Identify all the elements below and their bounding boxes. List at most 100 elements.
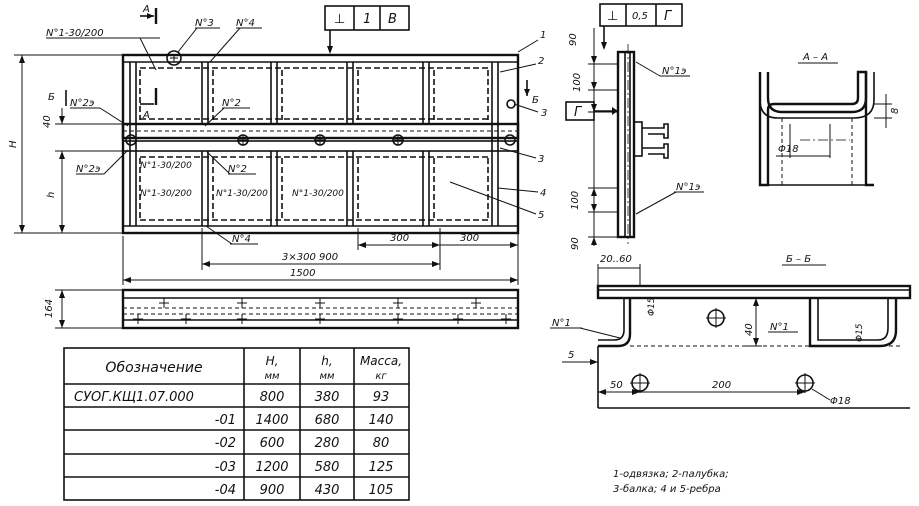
beam-holes <box>125 134 516 146</box>
weld-label-1b: N°1-30/200 <box>140 161 192 171</box>
callout-2: 2 <box>538 56 544 67</box>
weld-mark-circle <box>166 50 182 66</box>
bb-weld-1: N°1 <box>552 318 571 329</box>
weld-labels: N°1-30/200 N°3 N°4 N°2э N°2 N°2э N°2 N°1… <box>46 18 344 245</box>
callout-3: 3 <box>541 108 547 119</box>
weld-label-4b: N°4 <box>232 234 251 245</box>
side-dim-90b: 90 <box>570 237 581 250</box>
table-header-col-3: Масса,кг <box>360 354 402 382</box>
side-dim-100b: 100 <box>570 191 581 210</box>
table-cell-designation: -02 <box>215 436 236 451</box>
table-cell: 380 <box>315 390 340 405</box>
table-cell: 105 <box>369 483 394 498</box>
datum-g: Г <box>574 105 583 120</box>
section-b2-label: Б <box>532 95 539 106</box>
spec-table: Обозначение H,мм h,мм Масса,кгСУОГ.КЩ1.07.0… <box>63 347 410 501</box>
section-marker-a-mid: А <box>140 88 158 121</box>
callout-4: 4 <box>540 188 546 199</box>
section-marker-b: Б Б <box>48 80 539 106</box>
bb-dim-50: 50 <box>610 380 623 391</box>
section-aa: А – А Φ18 8 <box>758 52 901 187</box>
table-header-col-2: h,мм <box>319 354 335 382</box>
side-dim-90: 90 <box>568 33 579 46</box>
table-header-col-1: H,мм <box>264 354 280 382</box>
table-cell: 900 <box>260 483 285 498</box>
table-cell: 680 <box>315 413 340 428</box>
weld-label-1e: N°1-30/200 <box>292 189 344 199</box>
top-view-strip: 164 <box>44 288 520 330</box>
weld-label-1c: N°1-30/200 <box>140 189 192 199</box>
section-bb: Б – Б 20..60 N°1 N°1 Φ15 Φ15 <box>550 254 912 409</box>
weld-label-3: N°3 <box>195 18 214 29</box>
legend-line-2: 3-балка; 4 и 5-ребра <box>613 483 721 495</box>
bb-phi15b: Φ15 <box>855 323 865 342</box>
front-view <box>121 50 520 235</box>
bb-dim-200: 200 <box>712 380 731 391</box>
table-cell-designation: -03 <box>215 460 236 475</box>
table-cell-designation: СУОГ.КЩ1.07.000 <box>74 390 194 405</box>
section-a-label: А <box>142 4 150 15</box>
callouts: 1 2 3 3 4 5 <box>449 30 547 221</box>
dims-bottom: 3×300 900 300 300 1500 <box>122 228 519 285</box>
tol-value: 1 <box>363 12 371 27</box>
dim-1500: 1500 <box>290 268 315 279</box>
dim-H: H <box>8 140 19 148</box>
table-cell-designation: -04 <box>215 483 236 498</box>
table-cell: 430 <box>315 483 340 498</box>
callout-1: 1 <box>540 30 546 41</box>
side-tol-symbol: ⊥ <box>607 9 618 24</box>
bb-dim-5: 5 <box>568 350 574 361</box>
table-cell-designation: -01 <box>215 413 236 428</box>
bb-dim-40: 40 <box>744 323 755 336</box>
bb-dim-2060: 20..60 <box>600 254 632 265</box>
table-cell: 80 <box>373 436 390 451</box>
table-cell: 140 <box>369 413 394 428</box>
table-cell: 93 <box>373 390 390 405</box>
side-view: 90 100 100 90 N°1э N°1э <box>568 28 704 250</box>
side-weld-1a: N°1э <box>662 66 686 77</box>
weld-label-4: N°4 <box>236 18 255 29</box>
bb-weld-1b: N°1 <box>770 322 789 333</box>
weld-label-2c: N°2э <box>76 164 100 175</box>
legend-line-1: 1-одвязка; 2-палубка; <box>613 468 729 480</box>
table-header-designation: Обозначение <box>105 360 202 376</box>
side-weld-1b: N°1э <box>676 182 700 193</box>
section-b-label: Б <box>48 92 55 103</box>
bb-phi15: Φ15 <box>647 297 657 316</box>
tolerance-frame-main: ⊥ 1 В <box>324 5 410 54</box>
section-aa-title: А – А <box>802 52 828 63</box>
side-tol-value: 0,5 <box>632 11 648 22</box>
side-dim-100: 100 <box>572 73 583 92</box>
table-cell: 580 <box>315 460 340 475</box>
weld-label-2b: N°2 <box>222 98 241 109</box>
weld-seams <box>139 67 489 221</box>
table-cell: 600 <box>260 436 285 451</box>
tol-symbol: ⊥ <box>334 12 345 27</box>
dim-40: 40 <box>42 115 53 128</box>
weld-label-1: N°1-30/200 <box>46 28 104 39</box>
section-marker-a-top: А <box>140 4 158 24</box>
table-cell: 1200 <box>255 460 288 475</box>
aa-phi18: Φ18 <box>778 144 799 155</box>
weld-label-2a: N°2э <box>70 98 94 109</box>
dim-164: 164 <box>44 299 55 318</box>
table-cell: 1400 <box>255 413 288 428</box>
tolerance-frame-side: ⊥ 0,5 Г Г <box>565 3 683 121</box>
dim-300: 300 <box>390 233 409 244</box>
bb-phi18: Φ18 <box>830 396 851 407</box>
section-a2-label: А <box>142 110 150 121</box>
table-cell: 800 <box>260 390 285 405</box>
dims-left: H 40 h <box>8 54 122 234</box>
ribs <box>129 62 499 226</box>
dim-300b: 300 <box>460 233 479 244</box>
dim-h: h <box>46 192 57 198</box>
section-bb-title: Б – Б <box>786 254 811 265</box>
callout-3b: 3 <box>538 154 544 165</box>
tol-ref: В <box>388 12 397 27</box>
legend: 1-одвязка; 2-палубка; 3-балка; 4 и 5-реб… <box>613 468 729 495</box>
dim-3x300: 3×300 900 <box>282 252 338 263</box>
aa-dim-8: 8 <box>890 108 901 114</box>
weld-label-2d: N°2 <box>228 164 247 175</box>
weld-label-1d: N°1-30/200 <box>216 189 268 199</box>
